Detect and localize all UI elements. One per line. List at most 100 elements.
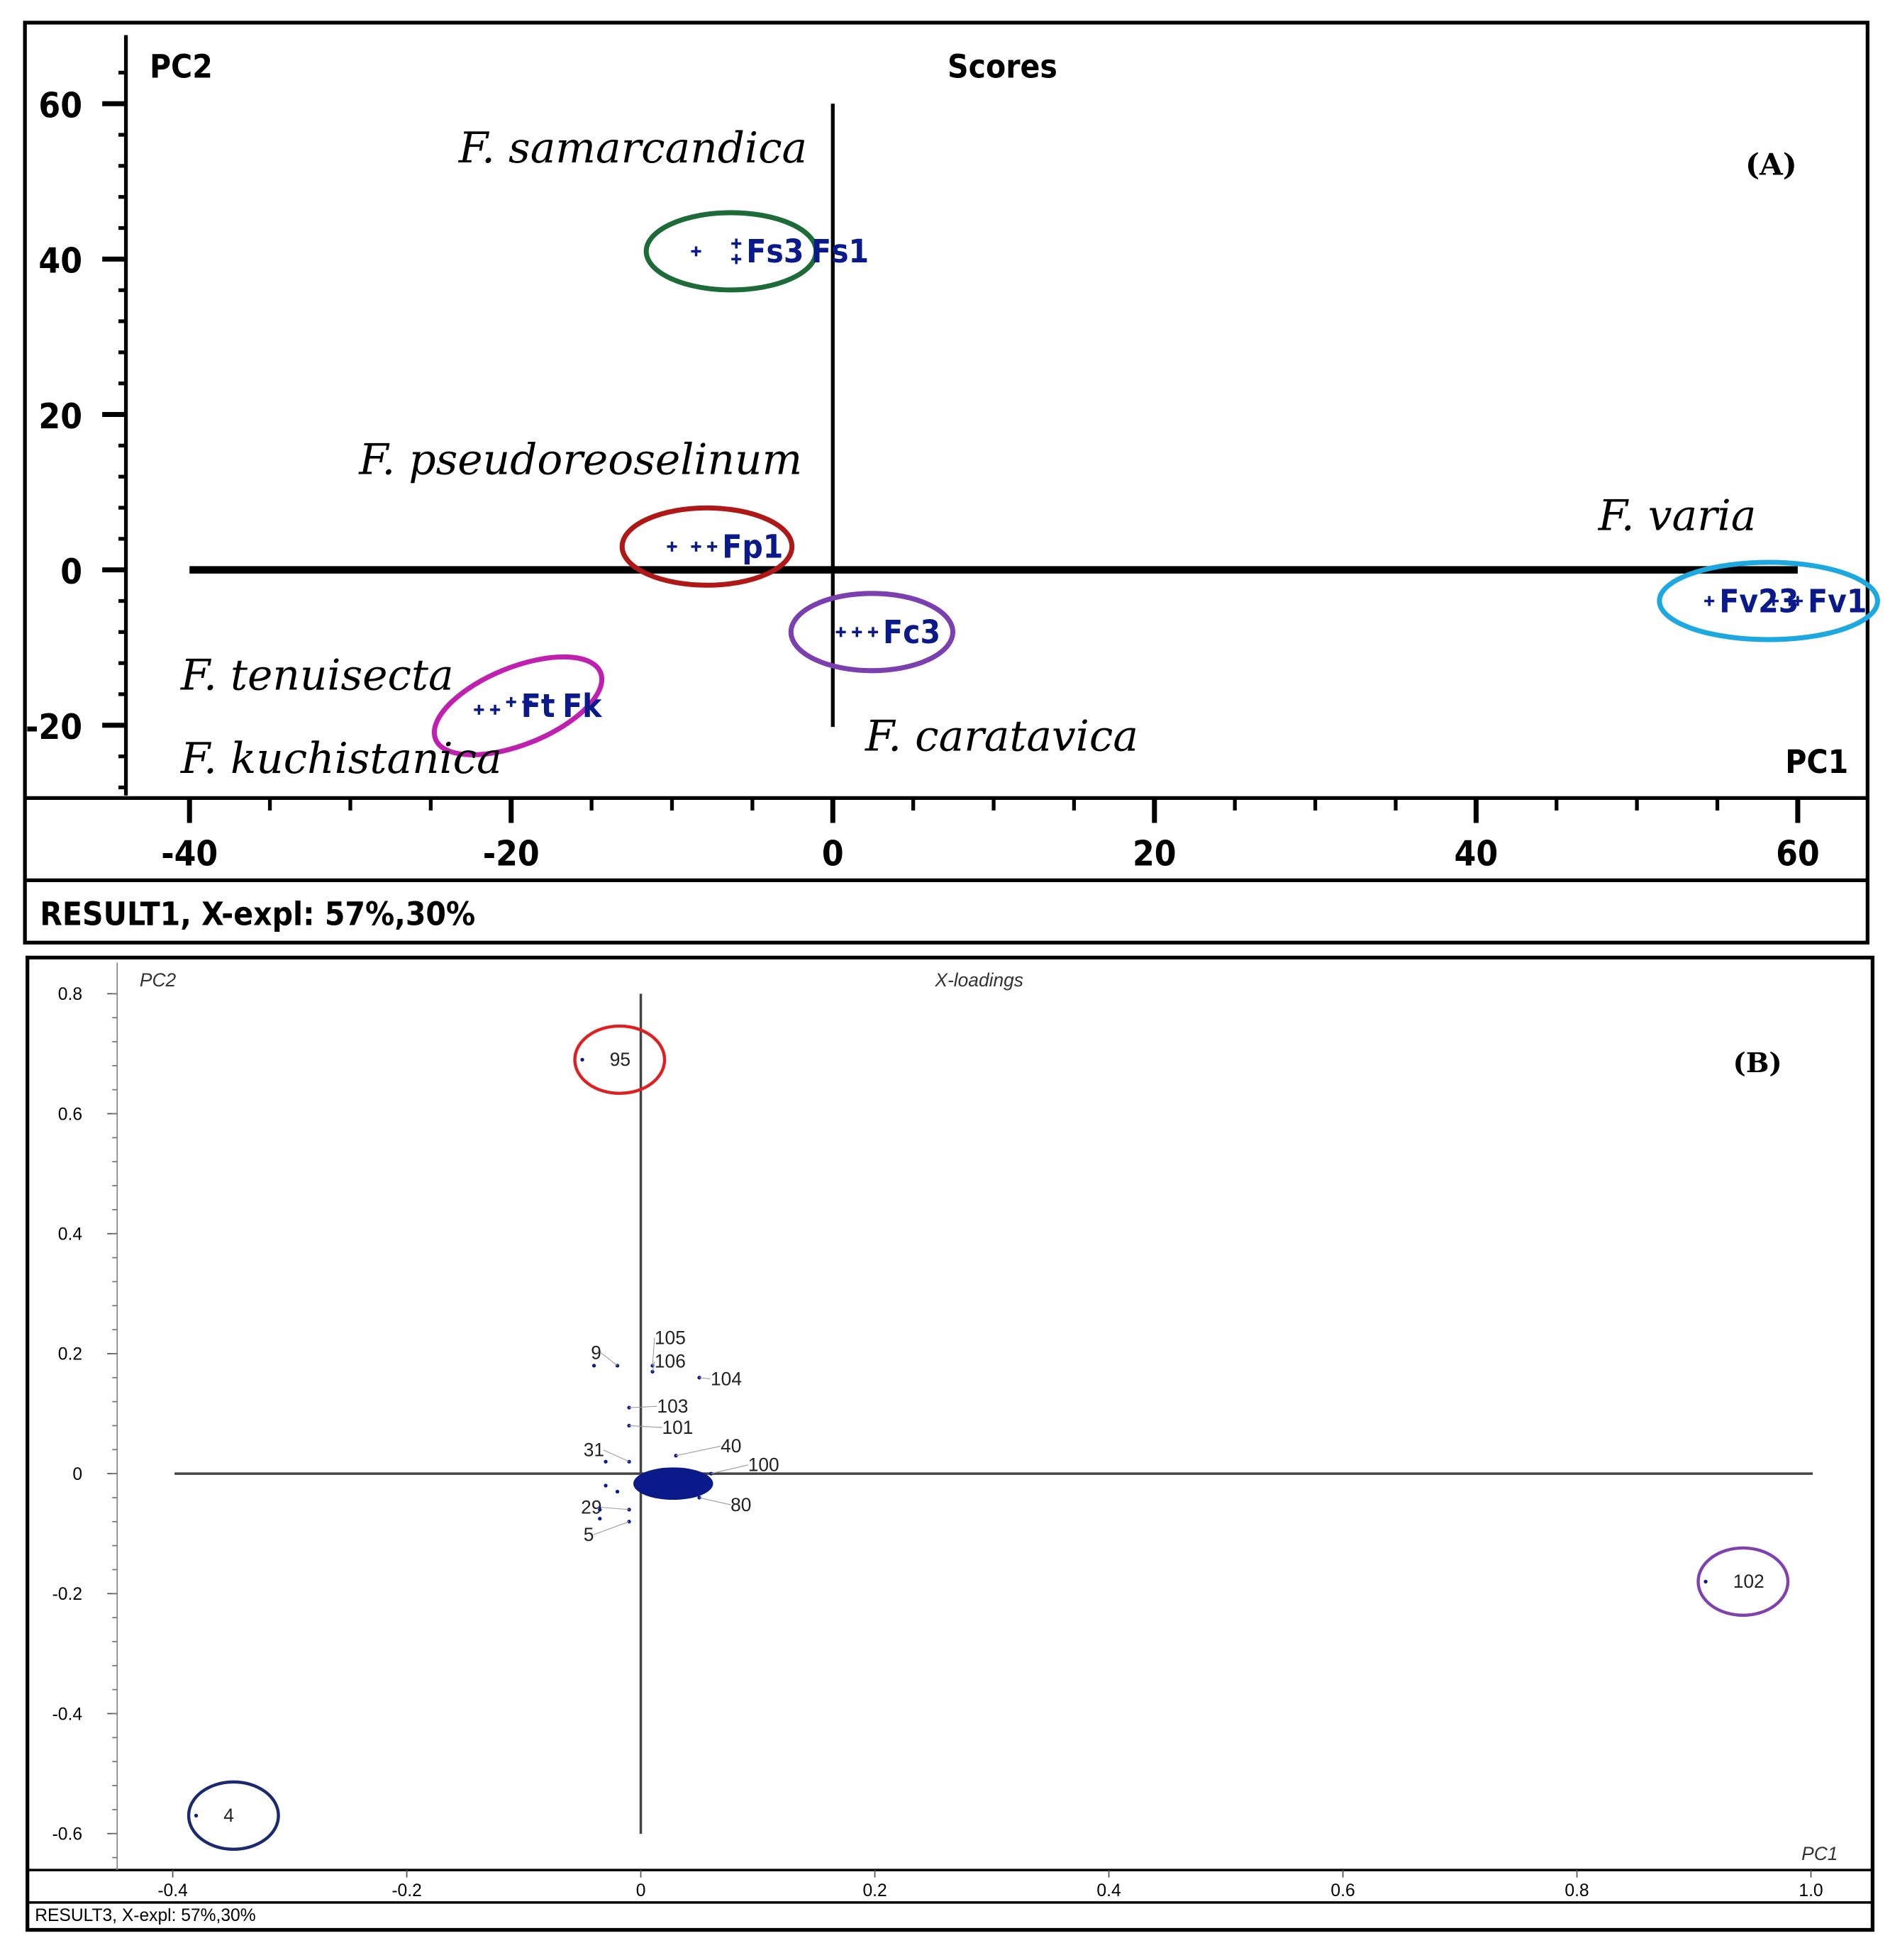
label-tenuisecta: F. tenuisecta <box>180 651 454 700</box>
highlight-circle <box>1696 1546 1790 1617</box>
score-point-label: Fv1 <box>1808 582 1867 620</box>
loading-point-label: 106 <box>655 1351 686 1372</box>
x-tick-label: 1.0 <box>1799 1881 1823 1900</box>
cluster-ellipse <box>643 210 819 293</box>
loading-point-label: 103 <box>657 1396 688 1417</box>
label-varia: F. varia <box>1598 491 1757 540</box>
plus-marker-icon <box>835 627 846 637</box>
panel-b-title: X-loadings <box>934 969 1023 991</box>
y-tick-label: 40 <box>38 240 82 282</box>
score-point-label: Fs1 <box>811 233 869 270</box>
loading-point <box>598 1508 602 1512</box>
loading-point <box>604 1459 608 1464</box>
highlight-circle <box>187 1780 280 1851</box>
plus-marker-icon <box>707 541 718 552</box>
panel-b-footer: RESULT3, X-expl: 57%,30% <box>35 1906 255 1925</box>
panel-b-xlabel: PC1 <box>1801 1843 1838 1864</box>
plus-marker-icon <box>691 541 701 552</box>
label-leader-line <box>600 1352 618 1366</box>
label-caratavica: F. caratavica <box>865 713 1138 762</box>
plus-marker-icon <box>1768 596 1779 606</box>
x-tick-label: 0.6 <box>1330 1881 1355 1900</box>
x-tick-label: -20 <box>483 833 540 874</box>
plus-marker-icon <box>1792 596 1803 606</box>
plus-marker-icon <box>667 541 677 552</box>
loading-point <box>708 1471 713 1476</box>
y-tick-label: -0.6 <box>52 1825 82 1844</box>
highlight-circle <box>573 1024 667 1096</box>
panel-b-label: (B) <box>1733 1047 1782 1079</box>
x-tick-label: 0.8 <box>1565 1881 1589 1900</box>
panel-a-frame <box>23 21 1869 945</box>
loading-point-label: 80 <box>730 1494 751 1515</box>
x-tick-label: 60 <box>1776 833 1820 874</box>
label-leader-line <box>629 1425 662 1428</box>
panel-a-footer: RESULT1, X-expl: 57%,30% <box>40 896 475 933</box>
cluster-ellipse <box>1657 559 1880 642</box>
loading-point-label: 102 <box>1733 1571 1765 1592</box>
loading-point <box>580 1057 584 1062</box>
loading-point <box>627 1459 631 1464</box>
loading-point-label: 31 <box>584 1440 604 1461</box>
plus-marker-icon <box>490 704 501 715</box>
label-leader-line <box>629 1405 657 1408</box>
label-leader-line <box>699 1377 711 1380</box>
x-tick-label: 40 <box>1455 833 1499 874</box>
panel-b-ylabel: PC2 <box>140 969 177 991</box>
loading-point-label: 105 <box>655 1327 686 1348</box>
label-samarcandica: F. samarcandica <box>458 124 807 173</box>
loading-point-label: 9 <box>591 1342 601 1363</box>
x-tick-label: -0.4 <box>157 1881 187 1900</box>
loading-point <box>1704 1579 1708 1584</box>
panel-a-ylabel: PC2 <box>150 48 213 85</box>
label-pseudoreoselinum: F. pseudoreoselinum <box>358 435 802 484</box>
loading-point-label: 5 <box>584 1524 594 1545</box>
panel-a-xlabel: PC1 <box>1785 743 1848 781</box>
plus-marker-icon <box>731 254 742 265</box>
cluster-ellipse <box>431 654 605 757</box>
y-tick-label: 0.2 <box>58 1345 82 1364</box>
score-point-label: Fp1 <box>722 528 783 566</box>
label-leader-line <box>699 1497 731 1505</box>
loading-point-label: 100 <box>748 1454 779 1476</box>
x-tick-label: 0.2 <box>862 1881 887 1900</box>
y-tick-label: -0.4 <box>52 1705 82 1724</box>
plus-marker-icon <box>474 704 484 715</box>
plus-marker-icon <box>852 627 862 637</box>
score-point-label: Fk <box>562 687 603 725</box>
cluster-ellipse <box>788 591 955 674</box>
loading-point <box>627 1508 631 1512</box>
label-leader-line <box>601 1507 630 1510</box>
label-leader-line <box>603 1449 630 1462</box>
y-tick-label: 0.4 <box>58 1225 82 1245</box>
loading-point-label: 40 <box>721 1435 741 1457</box>
x-tick-label: -0.2 <box>391 1881 421 1900</box>
loading-point <box>194 1813 199 1817</box>
label-leader-line <box>652 1337 655 1366</box>
panel-a-title: Scores <box>948 48 1057 85</box>
y-tick-label: -0.2 <box>52 1585 82 1604</box>
plus-marker-icon <box>506 696 516 707</box>
label-leader-line <box>711 1464 748 1474</box>
y-tick-label: 0 <box>60 551 82 592</box>
loadings-dense-cluster <box>633 1467 713 1500</box>
panel-a-label: (A) <box>1745 146 1797 182</box>
plus-marker-icon <box>731 238 742 249</box>
loading-point-label: 101 <box>662 1417 693 1438</box>
loading-point <box>627 1520 631 1524</box>
x-tick-label: 0 <box>822 833 844 874</box>
y-tick-label: 0.6 <box>58 1105 82 1124</box>
label-kuchistanica: F. kuchistanica <box>180 735 502 784</box>
label-leader-line <box>652 1361 655 1372</box>
label-leader-line <box>593 1521 630 1535</box>
plus-marker-icon <box>1704 596 1715 606</box>
loading-point-label: 104 <box>711 1368 742 1389</box>
y-tick-label: 20 <box>38 396 82 437</box>
y-tick-label: -20 <box>26 706 82 747</box>
cluster-ellipse <box>619 505 795 588</box>
score-point-label: Fc3 <box>883 613 940 651</box>
loading-point <box>615 1489 620 1494</box>
